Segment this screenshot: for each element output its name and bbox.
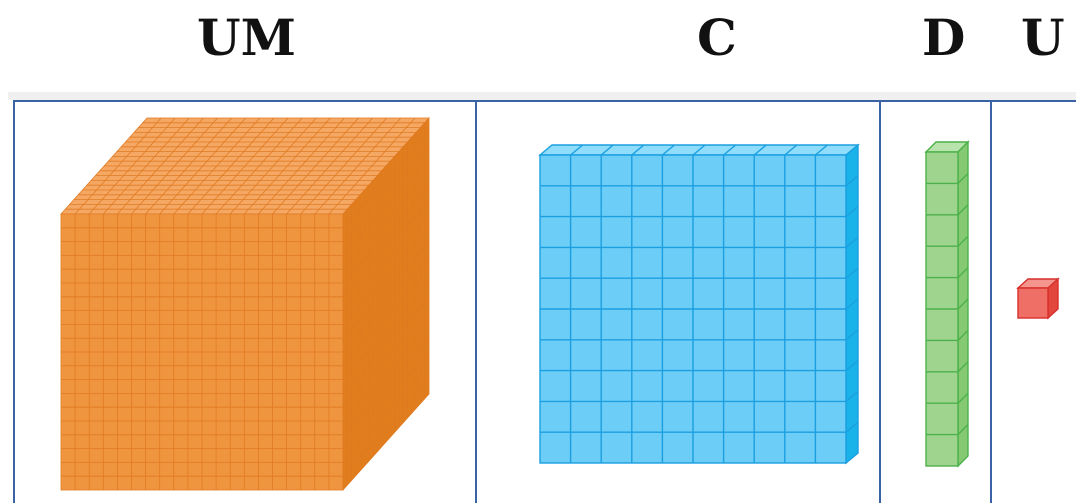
column-divider-c-d [879,100,881,503]
hundred-flat-icon [535,140,865,470]
column-divider-um-c [475,100,477,503]
table-top-border [13,100,1076,102]
header-um: UM [197,8,296,68]
header-u: U [1021,8,1065,68]
thousand-cube-icon [55,112,435,497]
header-separator-band [8,92,1076,100]
unit-cube-icon [1012,272,1067,327]
header-c: C [697,8,737,68]
column-divider-d-u [990,100,992,503]
ten-rod-icon [920,138,975,473]
header-d: D [922,8,965,68]
table-left-border [13,100,15,503]
